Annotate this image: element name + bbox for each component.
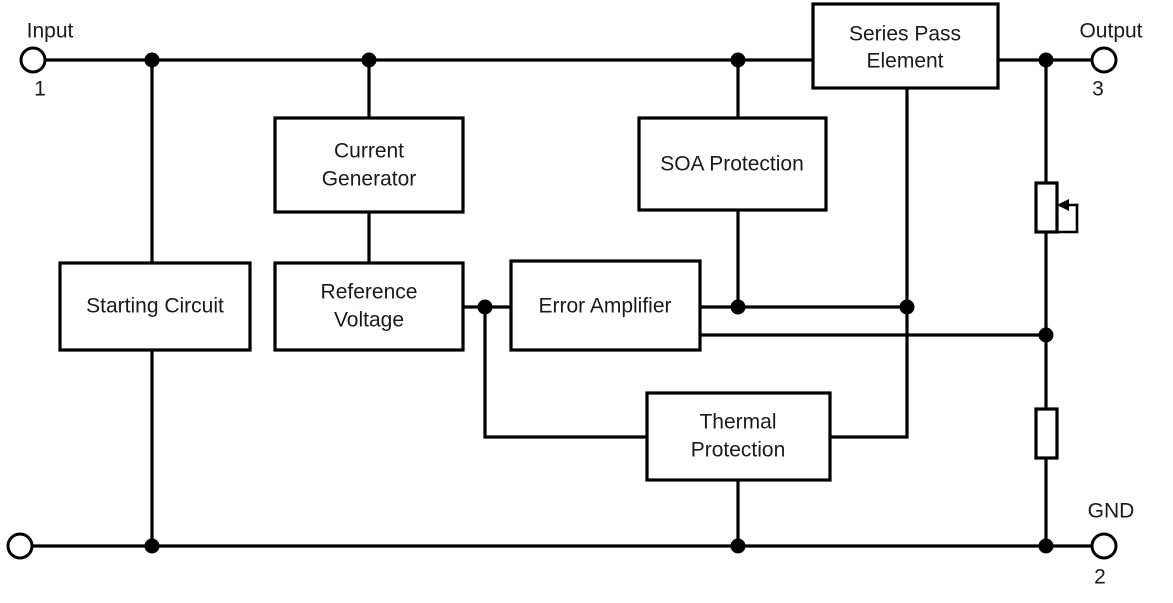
block-label-current-generator-line2: Generator [322,168,417,191]
block-label-soa-protection: SOA Protection [660,153,804,176]
junction-input-soa-protection [730,52,746,68]
block-label-reference-voltage-line2: Voltage [334,309,404,332]
block-error-amplifier[interactable] [509,259,702,352]
junction-soa-ea-output [730,299,746,315]
terminal-group: Input 1 Output 3 GND 2 [6,20,1143,589]
terminal-gnd-pin[interactable] [1090,532,1118,560]
potentiometer-wiper-arrow-icon [1057,199,1069,211]
terminal-gnd-left-pin[interactable] [6,532,34,560]
potentiometer-body[interactable] [1034,181,1059,234]
block-group: Series Pass Element SOA Protection Curre… [58,2,1000,482]
junction-gnd-starting-circuit [144,538,160,554]
block-thermal-protection[interactable] [645,391,832,482]
block-label-series-pass-element-line2: Element [866,50,943,73]
terminal-output-pin[interactable] [1090,46,1118,74]
block-label-reference-voltage-line1: Reference [321,281,418,304]
junction-feedback-sense [1038,327,1054,343]
block-current-generator[interactable] [273,116,465,214]
wire-spe-bottom-to-thermal-protection [828,86,909,439]
wire-junction-to-thermal-protection [483,305,649,439]
junction-output-node [1038,52,1054,68]
block-reference-voltage[interactable] [273,261,465,352]
junction-input-current-generator [361,52,377,68]
junction-input-starting-circuit [144,52,160,68]
block-soa-protection[interactable] [637,116,828,212]
junction-gnd-divider [1038,538,1054,554]
divider-network [1034,181,1079,460]
block-label-error-amplifier: Error Amplifier [538,295,671,318]
block-starting-circuit[interactable] [58,261,252,352]
junction-gnd-thermal-protection [730,538,746,554]
terminal-label-gnd: GND [1088,500,1135,523]
block-label-thermal-protection-line2: Protection [691,439,786,462]
block-label-series-pass-element-line1: Series Pass [849,23,961,46]
terminal-label-output: Output [1079,20,1142,43]
block-label-current-generator-line1: Current [334,140,404,163]
terminal-input-pin[interactable] [19,46,47,74]
block-label-thermal-protection-line1: Thermal [699,411,776,434]
block-label-starting-circuit: Starting Circuit [86,295,224,318]
terminal-pin-input: 1 [34,78,46,101]
junction-group [144,52,1054,554]
junction-spe-ea-output [899,299,915,315]
block-series-pass-element[interactable] [811,2,1000,90]
terminal-label-input: Input [27,20,74,43]
resistor-body[interactable] [1034,407,1059,460]
junction-reference-voltage-output [477,299,493,315]
terminal-pin-output: 3 [1092,78,1104,101]
terminal-pin-gnd: 2 [1094,566,1106,589]
